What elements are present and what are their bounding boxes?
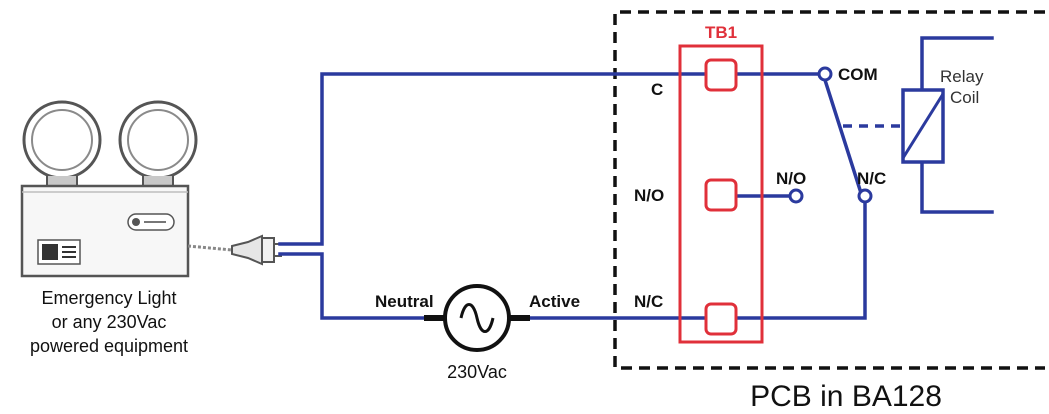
ac-source-icon bbox=[424, 284, 530, 352]
wire-c bbox=[278, 72, 822, 246]
relay-coil-label-1: Relay bbox=[940, 67, 984, 86]
terminal-nc-label: N/C bbox=[634, 292, 663, 311]
relay-no-contact bbox=[788, 188, 804, 204]
voltage-label: 230Vac bbox=[447, 362, 507, 382]
equipment-caption-2: or any 230Vac bbox=[52, 312, 167, 332]
wire-active bbox=[526, 200, 867, 320]
terminal-nc bbox=[704, 302, 738, 336]
relay-nc-label: N/C bbox=[857, 169, 886, 188]
relay-coil-icon bbox=[901, 88, 945, 164]
terminal-c-label: C bbox=[651, 80, 663, 99]
terminal-block bbox=[678, 44, 764, 344]
relay-no-label: N/O bbox=[776, 169, 806, 188]
terminal-block-label: TB1 bbox=[705, 23, 737, 42]
wires bbox=[278, 36, 994, 320]
relay-coil-label-2: Coil bbox=[950, 88, 979, 107]
equipment-caption-3: powered equipment bbox=[30, 336, 188, 356]
relay-switch-arm bbox=[822, 77, 864, 196]
neutral-label: Neutral bbox=[375, 292, 434, 311]
wire-neutral bbox=[278, 252, 426, 320]
terminal-no-label: N/O bbox=[634, 186, 664, 205]
emergency-light-icon bbox=[20, 100, 282, 278]
relay-com-contact bbox=[817, 66, 833, 82]
pcb-label: PCB in BA128 bbox=[750, 380, 942, 413]
relay-nc-contact bbox=[857, 188, 873, 204]
terminal-c bbox=[704, 58, 738, 92]
relay-coil-circuit bbox=[920, 36, 994, 94]
equipment-caption-1: Emergency Light bbox=[41, 288, 176, 308]
terminal-no bbox=[704, 178, 738, 212]
active-label: Active bbox=[529, 292, 580, 311]
relay-com-label: COM bbox=[838, 65, 878, 84]
pcb-boundary bbox=[613, 10, 1045, 370]
